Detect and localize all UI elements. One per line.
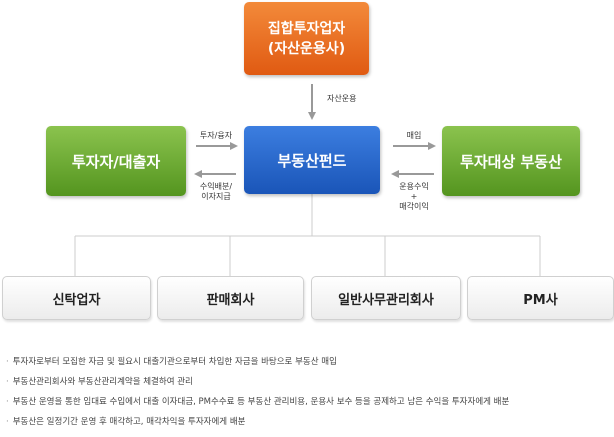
note-item: 부동산관리회사와 부동산관리계약을 체결하여 관리 (6, 377, 509, 397)
investor-label: 투자자/대출자 (71, 152, 161, 171)
pm-company-label: PM사 (523, 292, 558, 308)
label-plus: + (410, 192, 418, 201)
investor-box: 투자자/대출자 (46, 126, 186, 196)
note-item: 부동산은 일정기간 운영 후 매각하고, 매각차익을 투자자에게 배분 (6, 417, 509, 437)
asset-manager-subtitle: (자산운용사) (267, 40, 346, 57)
notes-list: 투자자로부터 모집한 자금 및 필요시 대출기관으로부터 차입한 자금을 바탕으… (6, 357, 510, 437)
fund-box: 부동산펀드 (244, 126, 380, 194)
label-asset-operation: 자산운용 (327, 94, 357, 103)
note-item: 투자자로부터 모집한 자금 및 필요시 대출기관으로부터 차입한 자금을 바탕으… (6, 357, 509, 377)
target-property-box: 투자대상 부동산 (442, 126, 580, 196)
label-operating-income: 운용수익 (399, 182, 429, 191)
label-profit-line2: 이자지급 (201, 192, 231, 201)
note-item: 부동산 운영을 통한 임대료 수입에서 대출 이자대금, PM수수료 등 부동산… (6, 397, 510, 417)
label-profit-distribution: 수익배분/ 이자지급 (193, 182, 239, 202)
label-invest-loan: 투자/융자 (199, 131, 233, 140)
target-property-label: 투자대상 부동산 (460, 152, 562, 171)
asset-manager-title: 집합투자업자 (267, 20, 346, 37)
label-purchase: 매입 (406, 131, 422, 140)
trust-company-label: 신탁업자 (52, 292, 101, 308)
admin-company-box: 일반사무관리회사 (311, 276, 461, 320)
admin-company-label: 일반사무관리회사 (338, 292, 434, 308)
trust-company-box: 신탁업자 (2, 276, 151, 320)
asset-manager-box: 집합투자업자 (자산운용사) (244, 2, 369, 75)
label-sale-gain: 매각이익 (399, 202, 429, 211)
fund-label: 부동산펀드 (277, 151, 347, 170)
sales-company-label: 판매회사 (206, 292, 255, 308)
pm-company-box: PM사 (467, 276, 614, 320)
sales-company-box: 판매회사 (157, 276, 304, 320)
label-profit-line1: 수익배분/ (199, 182, 233, 191)
